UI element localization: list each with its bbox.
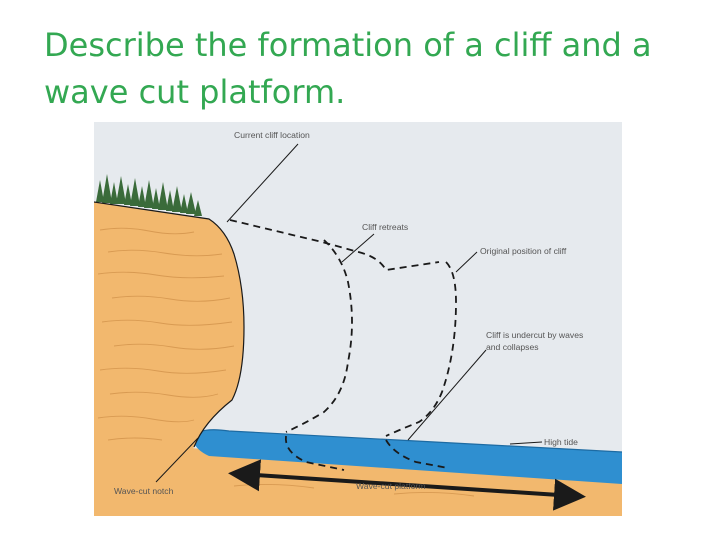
- leader-current-cliff: [226, 143, 299, 223]
- label-wave-cut-notch: Wave-cut notch: [114, 486, 174, 496]
- wave-cut-platform-arrow: [228, 459, 586, 511]
- cliff-top-trees: [96, 174, 202, 216]
- leader-lines: [155, 143, 543, 483]
- leader-wave-cut-notch: [155, 437, 199, 483]
- label-cliff-retreats: Cliff retreats: [362, 222, 408, 232]
- cliff-rock: [94, 202, 244, 458]
- slide-title: Describe the formation of a cliff and a …: [44, 22, 704, 116]
- leader-high-tide: [509, 441, 543, 445]
- label-current-cliff-location: Current cliff location: [234, 130, 310, 140]
- original-cliff-face: [385, 261, 457, 437]
- label-wave-cut-platform: Wave-cut platform: [356, 481, 425, 491]
- slide-title-line-1: Describe the formation of a cliff and a: [44, 26, 652, 64]
- leader-undercut: [407, 349, 487, 441]
- submerged-trace-1: [284, 435, 345, 471]
- leader-original-position: [455, 251, 478, 273]
- slide-title-line-2: wave cut platform.: [44, 73, 346, 111]
- intermediate-cliff-face: [285, 239, 353, 433]
- former-cliff-top-line: [229, 219, 440, 271]
- cliff-formation-diagram: Current cliff location Cliff retreats Or…: [94, 122, 622, 516]
- leader-cliff-retreats: [341, 233, 375, 263]
- label-high-tide: High tide: [544, 437, 578, 447]
- label-undercut-line-2: and collapses: [486, 342, 539, 352]
- label-original-position: Original position of cliff: [480, 246, 567, 256]
- cliff-top-edge: [94, 201, 245, 448]
- label-undercut-line-1: Cliff is undercut by waves: [486, 330, 583, 340]
